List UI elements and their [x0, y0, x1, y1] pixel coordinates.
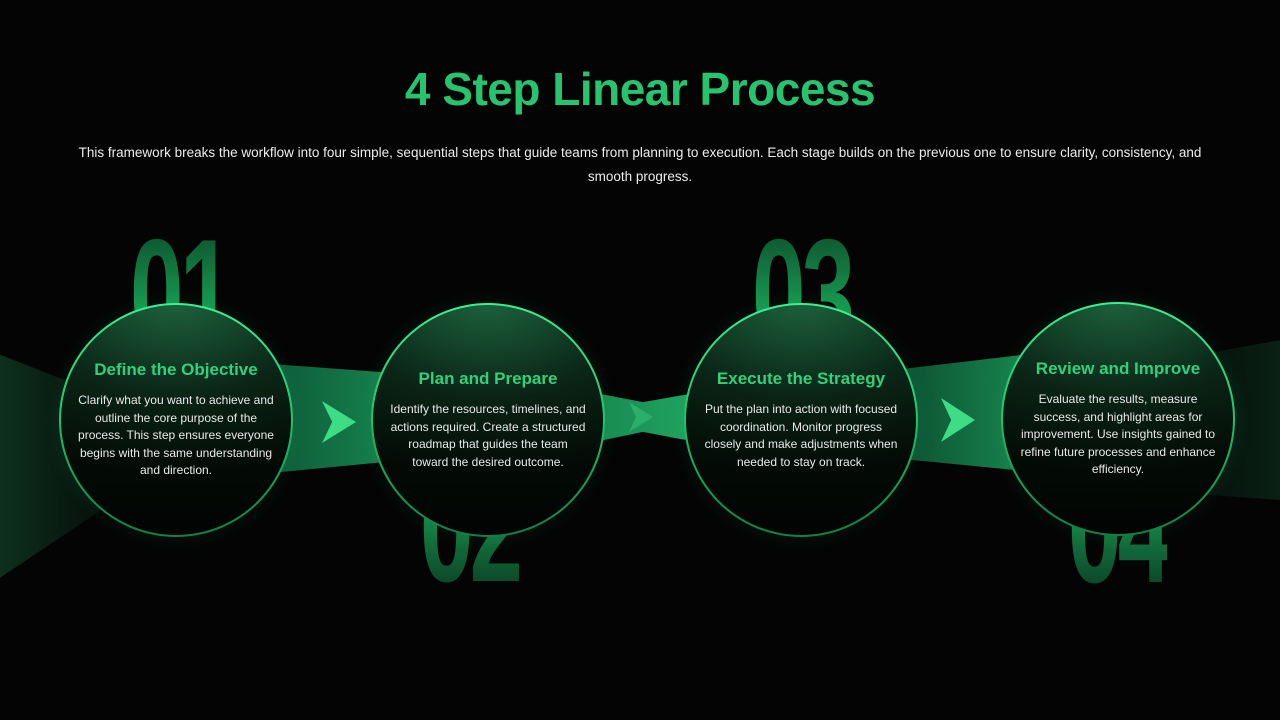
slide-subtitle: This framework breaks the workflow into … — [78, 145, 1202, 184]
step-circle-1: Define the Objective Clarify what you wa… — [59, 303, 293, 537]
step-title: Execute the Strategy — [716, 369, 886, 388]
step-description: Identify the resources, timelines, and a… — [390, 402, 586, 469]
slide-title: 4 Step Linear Process — [404, 63, 876, 115]
step-circle-2: Plan and Prepare Identify the resources,… — [371, 303, 605, 537]
step-title: Review and Improve — [1035, 359, 1201, 379]
step-circle-content: Plan and Prepare Identify the resources,… — [373, 305, 603, 535]
step-circle-content: Define the Objective Clarify what you wa… — [61, 305, 291, 535]
step-description: Evaluate the results, measure success, a… — [1020, 392, 1216, 477]
step-title: Plan and Prepare — [418, 369, 558, 388]
step-circle-3: Execute the Strategy Put the plan into a… — [684, 303, 918, 537]
step-description: Clarify what you want to achieve and out… — [78, 393, 274, 478]
step-title: Define the Objective — [94, 360, 258, 380]
step-circle-4: Review and Improve Evaluate the results,… — [1001, 302, 1235, 536]
step-circle-content: Review and Improve Evaluate the results,… — [1003, 304, 1233, 534]
step-description: Put the plan into action with focused co… — [704, 402, 898, 469]
step-circle-content: Execute the Strategy Put the plan into a… — [686, 305, 916, 535]
